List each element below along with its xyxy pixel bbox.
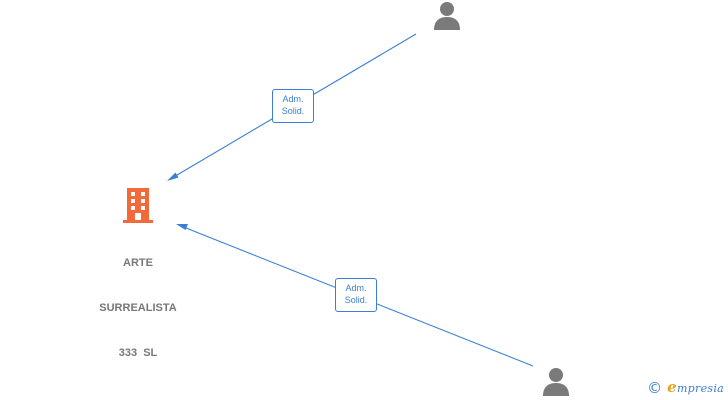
relation-label-2-line-1: Adm. — [345, 283, 367, 293]
company-name: ARTE SURREALISTA 333 SL — [88, 226, 188, 391]
brand-logo-rest: mpresia — [676, 382, 724, 395]
relation-label-2[interactable]: Adm. Solid. — [335, 278, 377, 312]
brand-logo: empresia — [667, 378, 724, 398]
copyright-icon: © — [647, 379, 663, 397]
person-node-2[interactable] — [540, 366, 572, 398]
relation-label-1[interactable]: Adm. Solid. — [272, 89, 314, 123]
company-name-line-3: 333 SL — [118, 347, 158, 359]
person-icon — [434, 2, 460, 30]
brand-watermark: © empresia — [647, 378, 724, 398]
relation-arrow-1 — [167, 172, 179, 181]
company-name-line-1: ARTE — [123, 257, 153, 269]
building-icon — [123, 188, 153, 223]
person-node-1[interactable] — [431, 0, 463, 32]
company-node[interactable]: ARTE SURREALISTA 333 SL — [88, 186, 188, 391]
brand-logo-initial: e — [667, 378, 677, 396]
relation-label-1-line-1: Adm. — [282, 94, 304, 104]
relation-arrow-2 — [176, 224, 188, 230]
person-icon — [543, 368, 569, 396]
relation-label-2-line-2: Solid. — [344, 295, 368, 305]
company-name-line-2: SURREALISTA — [99, 302, 177, 314]
relation-label-1-line-2: Solid. — [281, 106, 305, 116]
